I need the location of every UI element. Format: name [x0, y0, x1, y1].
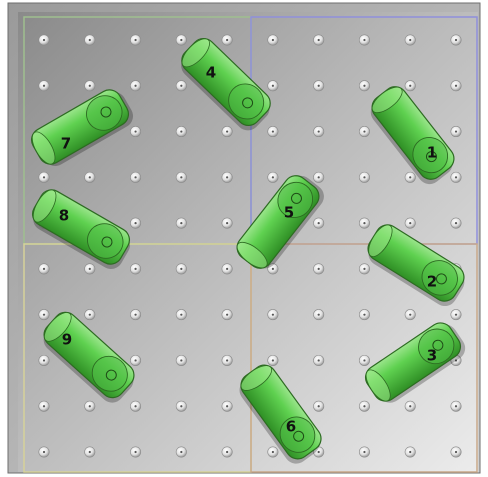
piece-label: 4: [206, 64, 216, 82]
peg-center: [134, 359, 136, 361]
peg-center: [89, 268, 91, 270]
peg-center: [134, 314, 136, 316]
peg-center: [318, 405, 320, 407]
peg-center: [455, 451, 457, 453]
peg-center: [180, 130, 182, 132]
peg-center: [363, 39, 365, 41]
peg-center: [318, 222, 320, 224]
peg-center: [455, 39, 457, 41]
peg-center: [134, 176, 136, 178]
peg-center: [409, 176, 411, 178]
peg-center: [134, 451, 136, 453]
peg-center: [409, 85, 411, 87]
peg-center: [272, 268, 274, 270]
peg-center: [89, 451, 91, 453]
peg-center: [180, 268, 182, 270]
peg-center: [226, 39, 228, 41]
peg-center: [272, 359, 274, 361]
peg-center: [226, 222, 228, 224]
peg-center: [318, 359, 320, 361]
peg-center: [318, 130, 320, 132]
peg-center: [318, 85, 320, 87]
peg-center: [272, 176, 274, 178]
peg-center: [272, 130, 274, 132]
peg-center: [363, 359, 365, 361]
peg-center: [455, 314, 457, 316]
peg-center: [89, 314, 91, 316]
peg-center: [272, 451, 274, 453]
peg-center: [43, 314, 45, 316]
peg-center: [180, 314, 182, 316]
peg-center: [272, 39, 274, 41]
peg-center: [134, 85, 136, 87]
peg-center: [455, 85, 457, 87]
peg-center: [180, 359, 182, 361]
peg-center: [226, 176, 228, 178]
peg-center: [134, 39, 136, 41]
peg-center: [226, 451, 228, 453]
peg-center: [226, 314, 228, 316]
peg-center: [89, 176, 91, 178]
peg-center: [89, 405, 91, 407]
peg-center: [180, 85, 182, 87]
peg-center: [363, 85, 365, 87]
peg-center: [134, 222, 136, 224]
peg-center: [272, 85, 274, 87]
peg-center: [180, 405, 182, 407]
peg-center: [363, 405, 365, 407]
peg-center: [318, 451, 320, 453]
peg-center: [409, 39, 411, 41]
peg-center: [180, 451, 182, 453]
peg-center: [455, 130, 457, 132]
peg-center: [134, 130, 136, 132]
peg-center: [455, 222, 457, 224]
piece-label: 2: [427, 273, 437, 291]
peg-center: [363, 130, 365, 132]
peg-center: [226, 359, 228, 361]
peg-center: [318, 176, 320, 178]
peg-center: [409, 405, 411, 407]
peg-center: [455, 405, 457, 407]
piece-label: 1: [427, 144, 437, 162]
peg-center: [180, 222, 182, 224]
peg-center: [43, 85, 45, 87]
peg-center: [318, 314, 320, 316]
peg-center: [43, 39, 45, 41]
peg-center: [180, 176, 182, 178]
peg-center: [409, 451, 411, 453]
peg-center: [318, 39, 320, 41]
peg-center: [43, 451, 45, 453]
peg-center: [226, 268, 228, 270]
peg-center: [363, 222, 365, 224]
piece-label: 3: [427, 347, 437, 365]
peg-center: [318, 268, 320, 270]
peg-center: [363, 451, 365, 453]
peg-center: [363, 314, 365, 316]
piece-label: 7: [61, 135, 71, 153]
piece-label: 6: [286, 418, 296, 436]
piece-label: 9: [62, 331, 72, 349]
peg-center: [43, 176, 45, 178]
peg-center: [409, 222, 411, 224]
peg-center: [134, 268, 136, 270]
peg-center: [226, 405, 228, 407]
peg-center: [43, 359, 45, 361]
peg-center: [180, 39, 182, 41]
peg-center: [89, 85, 91, 87]
peg-center: [89, 39, 91, 41]
peg-center: [43, 405, 45, 407]
peg-center: [134, 405, 136, 407]
peg-center: [272, 314, 274, 316]
peg-center: [363, 268, 365, 270]
piece-label: 5: [284, 204, 294, 222]
peg-center: [409, 314, 411, 316]
peg-center: [226, 130, 228, 132]
peg-center: [455, 176, 457, 178]
peg-center: [43, 268, 45, 270]
peg-center: [363, 176, 365, 178]
piece-label: 8: [59, 207, 69, 225]
